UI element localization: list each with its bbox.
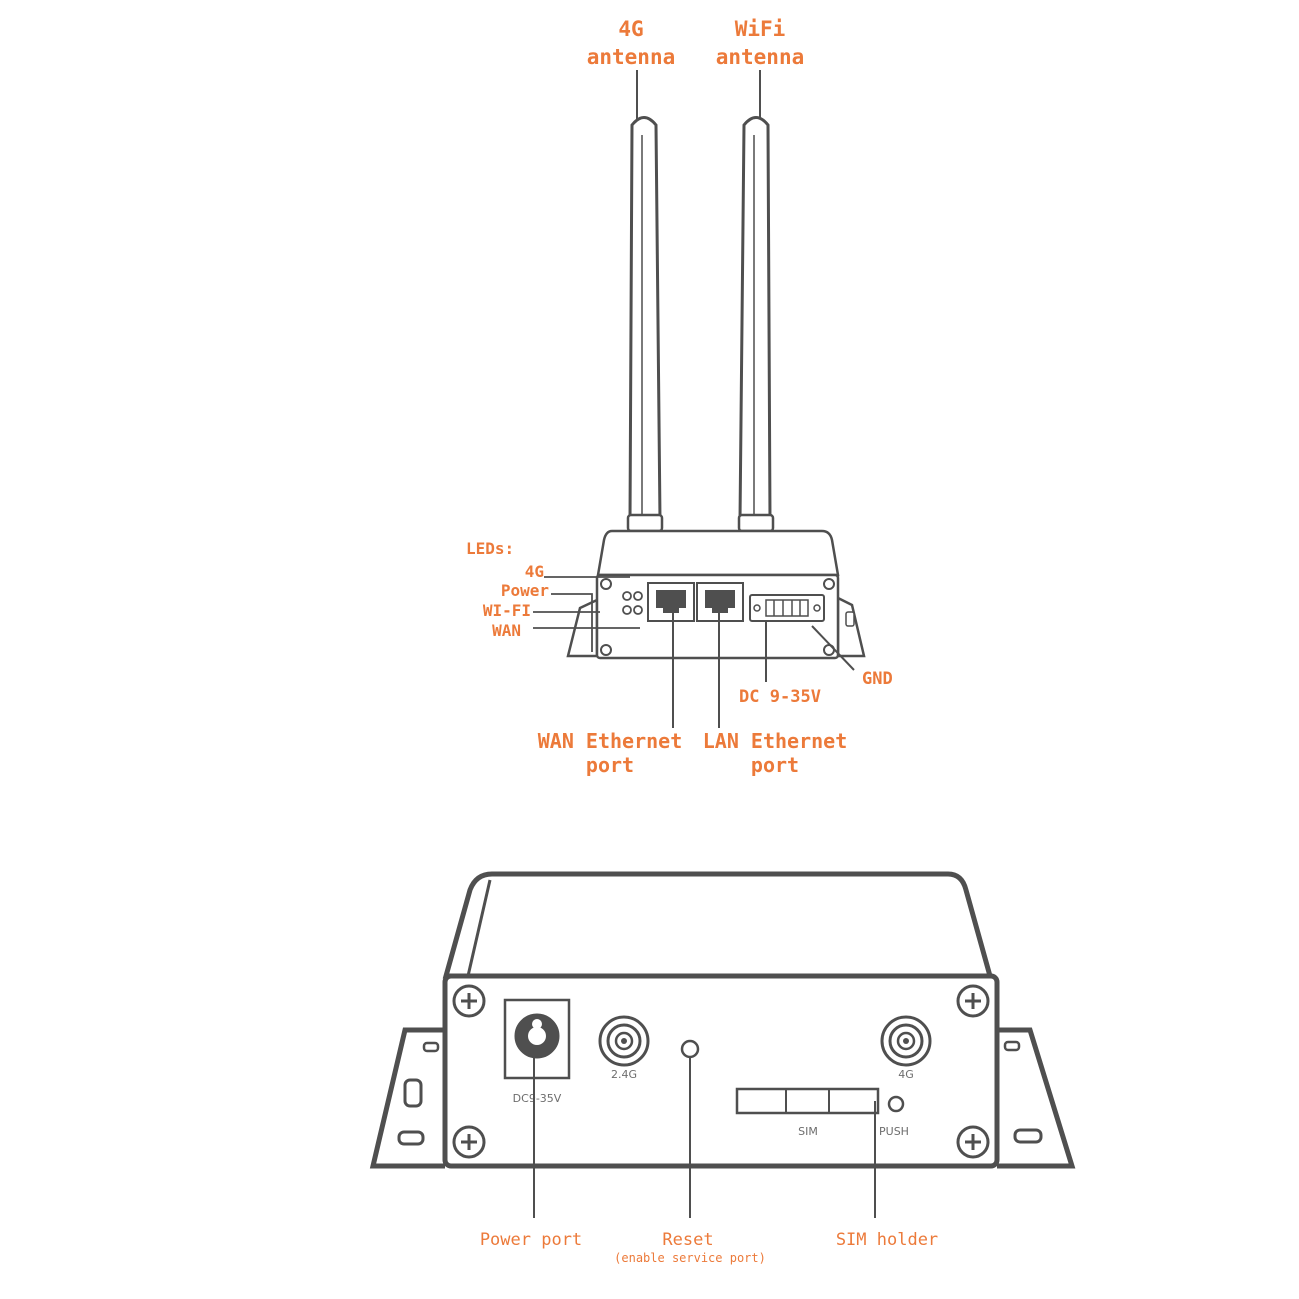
led-wifi-icon	[622, 605, 632, 615]
led-power-icon	[622, 591, 632, 601]
led-wan-label: WAN	[492, 621, 521, 640]
sim-marking: SIM	[798, 1125, 818, 1138]
lan-port-label-line1: LAN Ethernet	[703, 729, 848, 753]
wan-port-label-line1: WAN Ethernet	[538, 729, 683, 753]
push-marking: PUSH	[879, 1125, 909, 1138]
antenna-wifi-label-line1: WiFi	[735, 17, 786, 41]
mounting-ear-right	[836, 595, 866, 658]
mounting-ear-right	[997, 1027, 1076, 1169]
led-4g-label: 4G	[525, 562, 544, 581]
router-lid	[596, 529, 840, 577]
screw-icon	[956, 1125, 990, 1159]
screw-icon	[452, 1125, 486, 1159]
router-rear-panel	[442, 973, 1000, 1169]
power-port-label: Power port	[480, 1230, 582, 1250]
dc-label: DC 9-35V	[739, 687, 821, 707]
marking-4g: 4G	[898, 1068, 914, 1081]
screw-icon	[452, 984, 486, 1018]
router-lid	[442, 871, 994, 979]
screw-icon	[600, 578, 612, 590]
mounting-ear-left	[369, 1027, 445, 1169]
wan-ethernet-port	[647, 582, 695, 622]
antenna-4g-label-line2: antenna	[587, 45, 676, 69]
sim-push-button[interactable]	[887, 1095, 905, 1113]
reset-note: (enable service port)	[614, 1251, 766, 1265]
led-wan-icon	[633, 605, 643, 615]
router-top-body	[566, 529, 866, 660]
led-4g-icon	[633, 591, 643, 601]
sma-connector-4g	[880, 1015, 932, 1067]
leds-heading: LEDs:	[466, 539, 514, 558]
sma-connector-2-4g	[598, 1015, 650, 1067]
gnd-label: GND	[862, 669, 893, 689]
screw-icon	[823, 578, 835, 590]
reset-label: Reset	[662, 1230, 713, 1250]
lan-ethernet-port	[696, 582, 744, 622]
lan-port-label-line2: port	[751, 753, 799, 777]
led-wifi-label: WI-FI	[483, 601, 531, 620]
antenna-4g-label-line1: 4G	[618, 17, 643, 41]
dc-power-jack	[503, 998, 571, 1080]
dc-marking: DC9-35V	[513, 1092, 562, 1105]
marking-2-4g: 2.4G	[611, 1068, 637, 1081]
sim-slot	[735, 1087, 880, 1115]
antenna-wifi	[737, 116, 775, 533]
terminal-block	[749, 594, 825, 622]
top-view: 4G antenna WiFi antenna	[466, 17, 893, 777]
reset-button[interactable]	[680, 1039, 700, 1059]
wan-port-label-line2: port	[586, 753, 634, 777]
screw-icon	[600, 644, 612, 656]
antenna-wifi-label-line2: antenna	[716, 45, 805, 69]
antenna-4g	[626, 116, 664, 533]
bottom-view: DC9-35V 2.4G 4G SIM PUSH	[369, 871, 1076, 1265]
sim-holder-label: SIM holder	[836, 1230, 938, 1250]
screw-icon	[956, 984, 990, 1018]
led-power-label: Power	[501, 581, 549, 600]
